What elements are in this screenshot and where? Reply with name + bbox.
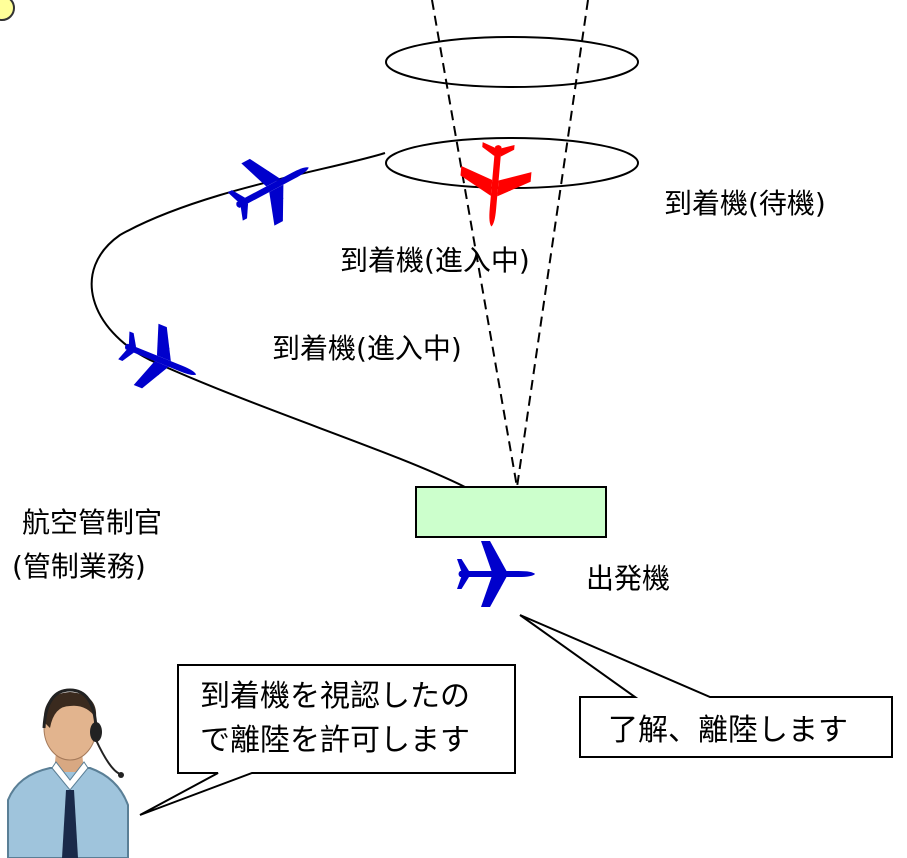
label-controller-line2: (管制業務) — [12, 550, 146, 583]
label-controller-line1: 航空管制官 — [22, 506, 162, 539]
label-arrival-approach-2: 到着機(進入中) — [272, 332, 462, 365]
controller-bubble-line2: で離陸を許可します — [200, 723, 470, 758]
label-departure: 出発機 — [586, 562, 670, 595]
approach-cone-left — [431, 0, 518, 488]
approach-aircraft-lower-airplane-icon — [111, 314, 209, 406]
controller-person-with-headset-icon — [7, 688, 129, 858]
controller-bubble-line1: 到着機を視認したの — [200, 679, 470, 714]
holding-aircraft-airplane-icon — [456, 140, 534, 230]
runway — [415, 486, 607, 538]
marker-circle — [0, 0, 15, 21]
label-arrival-waiting: 到着機(待機) — [664, 187, 826, 220]
label-arrival-approach-1: 到着機(進入中) — [340, 244, 530, 277]
holding-ellipse-upper — [385, 36, 639, 88]
pilot-bubble-text: 了解、離陸します — [608, 713, 848, 748]
controller-speech-bubble: 到着機を視認したの で離陸を許可します — [139, 664, 516, 816]
approach-aircraft-upper-airplane-icon — [218, 136, 326, 238]
departure-aircraft-airplane-icon — [457, 541, 535, 607]
approach-cone-right — [516, 0, 589, 488]
pilot-speech-bubble: 了解、離陸します — [519, 614, 893, 758]
